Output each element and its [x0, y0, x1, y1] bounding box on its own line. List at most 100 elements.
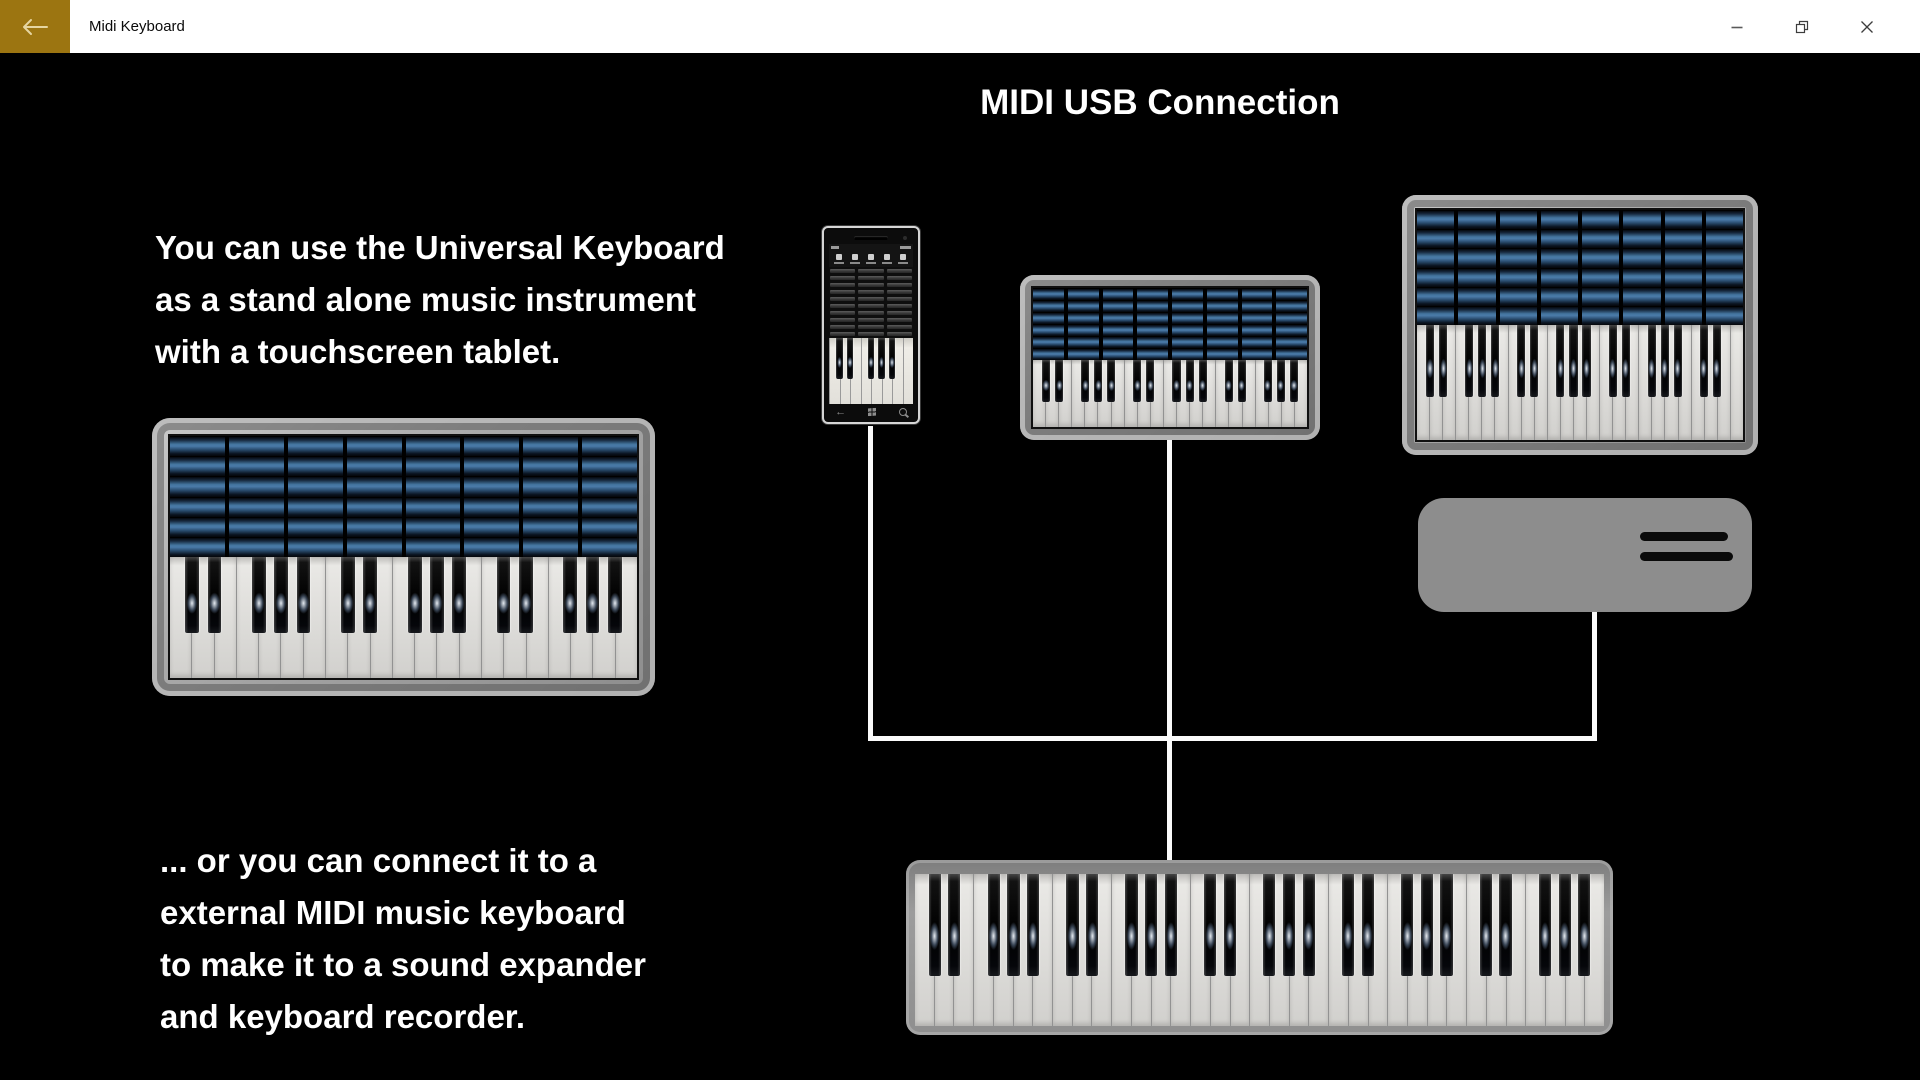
pad-bar	[1137, 324, 1168, 337]
pad-bar	[464, 536, 520, 557]
pad-bar	[858, 275, 884, 280]
phone-piano-keys	[829, 337, 913, 404]
pad-bar	[1033, 312, 1064, 325]
pad-bar	[1664, 229, 1702, 249]
white-key	[1045, 360, 1059, 427]
white-key	[1429, 325, 1443, 440]
pad-bar	[1705, 210, 1743, 230]
midi-keyboard-large	[1402, 195, 1758, 455]
toolbar-glyph	[884, 253, 890, 260]
pad-bar	[1623, 229, 1661, 249]
pad-bar	[1033, 336, 1064, 349]
pad-column	[1102, 288, 1134, 361]
phone-toolbar-item	[834, 253, 844, 264]
tablet-screen	[168, 434, 639, 680]
pad-bar	[830, 289, 856, 294]
pad-bar	[1172, 288, 1203, 301]
white-key	[1012, 874, 1033, 1026]
pad-bar	[523, 516, 579, 537]
white-key	[1058, 360, 1072, 427]
minimize-button[interactable]	[1714, 0, 1760, 53]
pad-bar	[830, 303, 856, 308]
pad-bar	[1499, 229, 1537, 249]
phone-statusbar	[829, 244, 913, 250]
white-key	[503, 557, 526, 678]
white-key	[592, 557, 615, 678]
pad-bar	[405, 456, 461, 477]
phone-camera	[903, 236, 907, 240]
toolbar-glyph	[900, 253, 906, 260]
pad-column	[582, 436, 637, 557]
white-key	[191, 557, 214, 678]
pad-bar	[886, 289, 912, 294]
toolbar-glyph	[852, 253, 858, 260]
white-key	[1071, 874, 1092, 1026]
white-key	[414, 557, 437, 678]
white-key	[458, 557, 481, 678]
pad-bar	[170, 456, 225, 477]
white-key	[1468, 325, 1482, 440]
white-key	[1525, 874, 1545, 1026]
white-key	[614, 557, 637, 678]
pad-column	[1664, 210, 1702, 325]
pad-bar	[1033, 324, 1064, 337]
pad-bar	[1499, 248, 1537, 268]
phone-toolbar-item	[850, 253, 860, 264]
white-key	[992, 874, 1013, 1026]
pad-bar	[1206, 336, 1238, 349]
pad-bar	[830, 310, 856, 315]
close-button[interactable]	[1844, 0, 1890, 53]
pad-bar	[228, 496, 284, 517]
white-key	[1280, 360, 1294, 427]
white-key	[170, 557, 192, 678]
pad-bar	[1458, 248, 1496, 268]
white-key	[1149, 360, 1163, 427]
window-controls	[1714, 0, 1890, 53]
pad-column	[1417, 210, 1455, 325]
pad-column	[1276, 288, 1307, 361]
pad-column	[1137, 288, 1168, 361]
white-key	[1584, 874, 1604, 1026]
white-key	[1241, 360, 1255, 427]
pad-bar	[287, 496, 343, 517]
pad-bar	[886, 324, 912, 329]
pad-column	[830, 269, 856, 336]
usb-wire-phone	[868, 426, 873, 741]
pad-column	[464, 436, 520, 557]
pad-bar	[1582, 267, 1620, 287]
usb-wire-expander	[1592, 612, 1597, 741]
white-key	[347, 557, 370, 678]
pad-bar	[346, 536, 402, 557]
pad-bar	[858, 324, 884, 329]
pad-bar	[1102, 324, 1134, 337]
pad-bar	[1623, 267, 1661, 287]
white-key	[1249, 874, 1269, 1026]
white-key	[1033, 360, 1046, 427]
white-key	[1406, 874, 1427, 1026]
pad-column	[1067, 288, 1099, 361]
pad-bar	[1172, 336, 1203, 349]
white-key	[1455, 325, 1469, 440]
white-key	[1507, 325, 1521, 440]
back-button[interactable]	[0, 0, 70, 53]
toolbar-label	[866, 261, 876, 264]
pad-bar	[523, 436, 579, 457]
pad-bar	[1241, 348, 1273, 361]
white-key	[1071, 360, 1085, 427]
pad-bar	[1206, 312, 1238, 325]
pad-bar	[1276, 288, 1307, 301]
white-key	[881, 337, 892, 404]
toolbar-glyph	[868, 253, 874, 260]
pad-bar	[1705, 248, 1743, 268]
pad-bar	[1102, 336, 1134, 349]
phone-toolbar	[829, 250, 913, 267]
white-key	[1170, 874, 1191, 1026]
pad-bar	[1417, 229, 1455, 249]
pad-bar	[1033, 348, 1064, 361]
white-key	[436, 557, 459, 678]
pad-bar	[1276, 300, 1307, 313]
white-key	[1162, 360, 1177, 427]
white-key	[1612, 325, 1626, 440]
restore-button[interactable]	[1779, 0, 1825, 53]
windows-phone-keyboard: ←	[822, 226, 920, 424]
